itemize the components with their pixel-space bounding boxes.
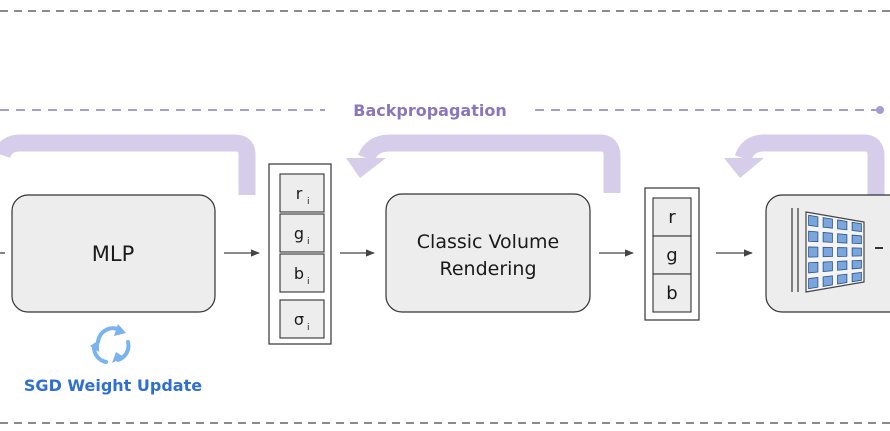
pixel-output-label: r [668,207,676,228]
image-grid-cell [851,234,862,245]
feedback-arrow-mlp [0,134,256,195]
pixel-output-label: b [666,283,677,304]
mlp-label: MLP [92,242,134,266]
renderer-box [385,193,591,313]
renderer-label-line1: Classic Volume [417,231,559,253]
image-grid-cell [808,277,819,290]
refresh-icon-head-3 [90,340,99,352]
image-grid-icon [805,211,865,293]
mlp-output-cell [279,299,325,339]
feedback-arrowhead-image [724,158,764,178]
mlp-box [11,194,216,313]
feedback-arrow-image [734,134,885,195]
sgd-label: SGD Weight Update [24,376,202,395]
image-grid-cell [808,246,819,258]
image-grid-cell [837,260,848,271]
image-grid-cell [822,231,833,243]
image-grid-cell [808,261,819,274]
mlp-output-subscript: i [307,197,310,207]
feedback-arrowhead-render [346,158,386,178]
mlp-output-label: r [296,184,303,203]
mlp-output-subscript: i [307,277,310,287]
mlp-output-label: σ [294,310,304,329]
backprop-label: Backpropagation [353,101,506,120]
mlp-output-label: g [294,224,304,243]
image-grid-cell [822,246,833,258]
mlp-output-subscript: i [307,237,310,247]
renderer-label-line2: Rendering [439,258,536,280]
image-grid-cell [822,217,833,229]
image-grid-cell [851,259,862,270]
image-grid-cell [837,233,848,244]
pixel-output-label: g [666,245,677,266]
refresh-icon-head-2 [112,352,124,363]
mlp-output-cell [279,173,325,213]
image-grid-cell [822,261,833,273]
mlp-output-cell [279,213,325,253]
pixel-output-cell [652,235,692,275]
pixel-outputs: rgb [652,197,692,313]
image-grid-cell [851,247,862,257]
feedback-arrow-render [358,134,621,193]
image-grid-cell [837,247,848,257]
image-grid-cell [851,272,862,283]
image-grid-cell [822,275,833,287]
image-grid-cell [808,214,819,227]
mlp-output-subscript: i [307,323,310,333]
refresh-icon-head-1 [114,324,126,336]
image-grid-cell [808,230,819,243]
mlp-output-cell [279,253,325,293]
image-grid-frame [805,211,865,293]
mlp-output-label: b [294,264,304,283]
image-grid-cell [851,221,862,232]
image-grid-cell [837,273,848,285]
pixel-output-cell [652,197,692,237]
backprop-dot [876,106,884,114]
pixel-output-cell [652,273,692,313]
image-grid-cell [837,219,848,231]
